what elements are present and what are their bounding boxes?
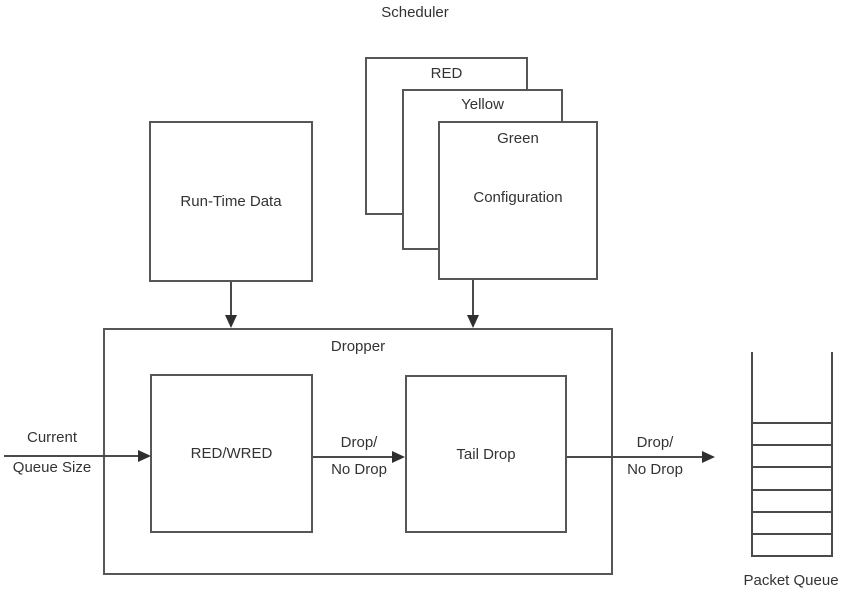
scheduler-title: Scheduler	[381, 4, 449, 21]
packet-queue-slot	[753, 532, 831, 555]
config-card-green: Green Configuration	[438, 121, 598, 280]
config-to-dropper-line	[472, 280, 474, 317]
runtime-data-label: Run-Time Data	[180, 193, 282, 210]
mid-drop-label-line1: Drop/	[340, 434, 378, 451]
current-queue-size-label-line2: Queue Size	[12, 459, 92, 476]
config-card-yellow-label: Yellow	[461, 96, 504, 113]
tail-drop-box: Tail Drop	[405, 375, 567, 533]
mid-drop-label-line2: No Drop	[331, 461, 387, 478]
runtime-to-dropper-line	[230, 282, 232, 317]
output-arrowhead-icon	[702, 451, 715, 463]
dropper-label: Dropper	[330, 338, 386, 355]
output-drop-label-line2: No Drop	[627, 461, 683, 478]
input-arrow-line	[4, 455, 140, 457]
mid-arrowhead-icon	[392, 451, 405, 463]
configuration-label: Configuration	[473, 189, 563, 206]
output-drop-label-line1: Drop/	[636, 434, 674, 451]
current-queue-size-label-line1: Current	[26, 429, 78, 446]
tail-drop-label: Tail Drop	[456, 445, 516, 463]
input-arrowhead-icon	[138, 450, 151, 462]
red-wred-label: RED/WRED	[190, 445, 273, 462]
config-card-red-label: RED	[430, 65, 463, 82]
packet-queue	[751, 352, 833, 557]
packet-queue-label: Packet Queue	[743, 572, 839, 589]
packet-queue-slot	[753, 422, 831, 444]
runtime-data-box: Run-Time Data	[149, 121, 313, 282]
red-wred-box: RED/WRED	[150, 374, 313, 533]
packet-queue-slot	[753, 510, 831, 533]
runtime-to-dropper-arrowhead-icon	[225, 315, 237, 328]
packet-queue-slot	[753, 444, 831, 466]
output-arrow-line	[567, 456, 704, 458]
packet-queue-slots	[753, 422, 831, 555]
config-card-green-label: Green	[497, 130, 539, 147]
config-to-dropper-arrowhead-icon	[467, 315, 479, 328]
packet-queue-slot	[753, 466, 831, 488]
packet-queue-slot	[753, 488, 831, 511]
mid-arrow-line	[313, 456, 395, 458]
